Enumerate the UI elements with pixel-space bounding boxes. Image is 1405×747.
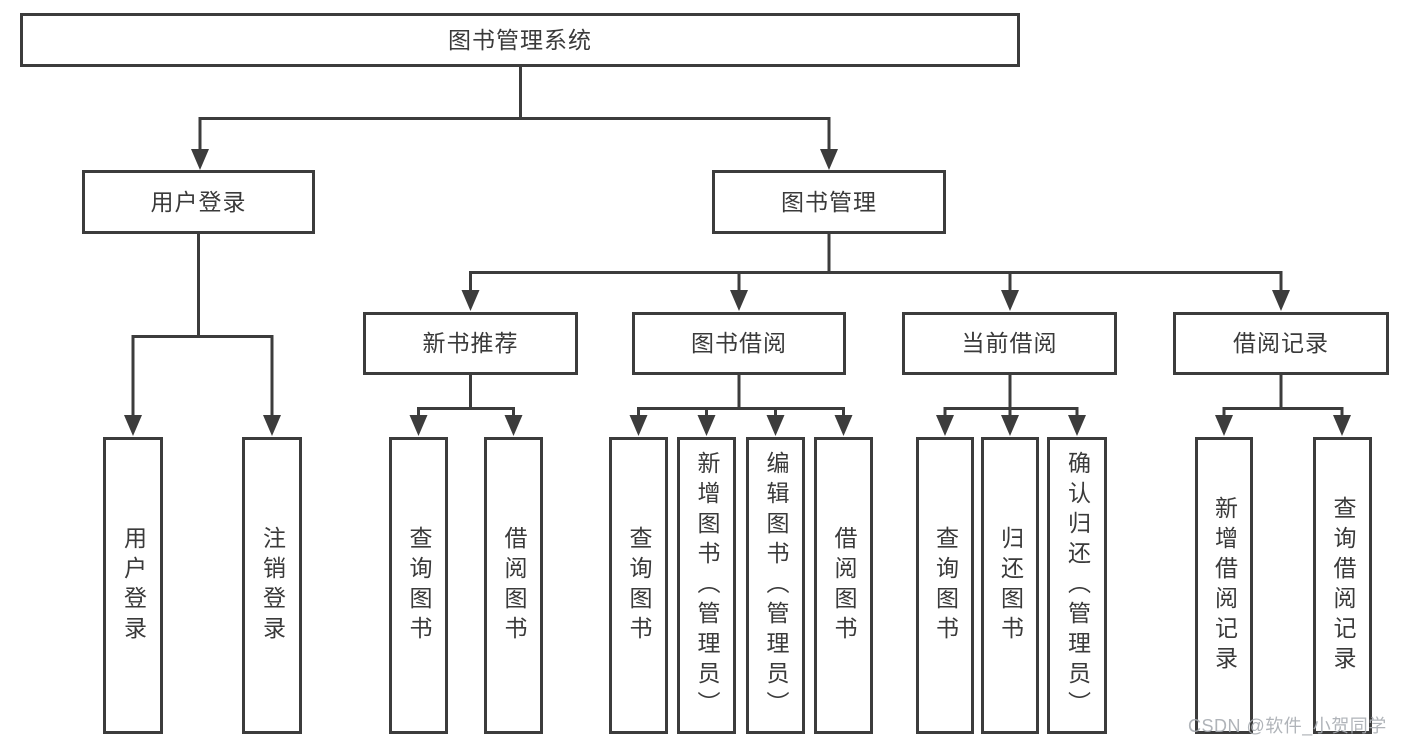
node-new-book-recommend: 新书推荐 [363, 312, 578, 375]
leaf-logout: 注销登录 [242, 437, 302, 734]
leaf-user-login: 用户登录 [103, 437, 163, 734]
leaf-bb-query-books: 查询图书 [609, 437, 668, 734]
leaf-bb-add-books-admin: 新增图书（管理员） [677, 437, 736, 734]
arrowheads-level2 [191, 149, 838, 170]
connector-borrowrecord-bar [1222, 407, 1344, 418]
node-library-system: 图书管理系统 [20, 13, 1020, 67]
connector-userlogin-bar [131, 335, 274, 418]
node-book-borrow: 图书借阅 [632, 312, 846, 375]
leaf-br-query-record: 查询借阅记录 [1313, 437, 1372, 734]
node-current-borrow: 当前借阅 [902, 312, 1117, 375]
node-book-management: 图书管理 [712, 170, 946, 234]
connector-root-bar [198, 117, 831, 152]
arrowheads-currentborrow-leaves [936, 415, 1086, 436]
arrowheads-borrowrecord-leaves [1215, 415, 1351, 436]
leaf-nbr-borrow-books: 借阅图书 [484, 437, 543, 734]
csdn-watermark: CSDN @软件_小贺同学 [1188, 716, 1387, 736]
node-user-login: 用户登录 [82, 170, 315, 234]
arrowheads-bookborrow-leaves [629, 415, 853, 436]
connector-currentborrow-bar [943, 407, 1079, 418]
leaf-bb-borrow-books: 借阅图书 [814, 437, 873, 734]
node-borrow-record: 借阅记录 [1173, 312, 1389, 375]
connector-bookmgmt-bar [469, 271, 1283, 292]
leaf-nbr-query-books: 查询图书 [389, 437, 448, 734]
leaf-cb-query-books: 查询图书 [916, 437, 974, 734]
connector-bookborrow-bar [637, 407, 845, 418]
arrowheads-level3 [461, 290, 1290, 311]
leaf-bb-edit-books-admin: 编辑图书（管理员） [746, 437, 805, 734]
connector-newbookrec-bar [417, 407, 515, 418]
leaf-cb-return-books: 归还图书 [981, 437, 1039, 734]
leaf-cb-confirm-return-admin: 确认归还（管理员） [1047, 437, 1107, 734]
arrowheads-newbookrec-leaves [409, 415, 523, 436]
leaf-br-add-record: 新增借阅记录 [1195, 437, 1253, 734]
arrowheads-userlogin-leaves [124, 415, 281, 436]
